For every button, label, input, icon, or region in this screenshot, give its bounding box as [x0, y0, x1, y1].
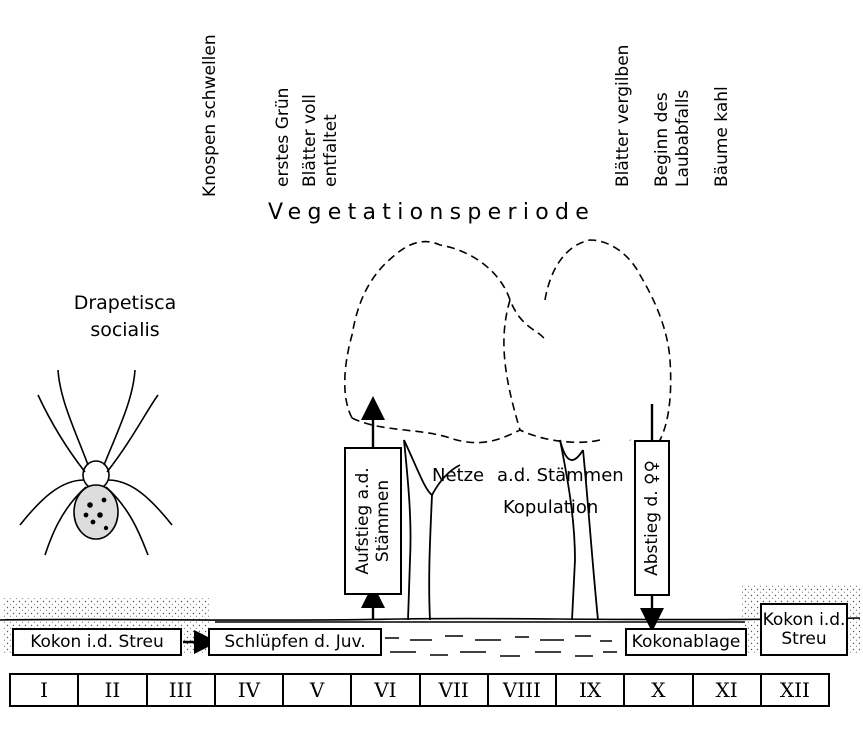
month-cell: VI [352, 675, 420, 705]
text-netze: Netze [432, 465, 484, 486]
month-cell: I [11, 675, 79, 705]
label-beginn-des-laubabfalls: Beginn des Laubabfalls [652, 90, 694, 187]
month-bar: I II III IV V VI VII VIII IX X XI XII [9, 673, 830, 707]
month-cell: VIII [489, 675, 557, 705]
month-cell: V [284, 675, 352, 705]
month-cell: X [625, 675, 693, 705]
box-kokonablage: Kokonablage [625, 628, 747, 656]
box-abstieg-text: Abstieg d. ♀♀ [642, 460, 662, 576]
label-erstes-gruen: erstes Grün [273, 88, 294, 187]
label-baeume-kahl: Bäume kahl [712, 86, 733, 187]
species-genus: Drapetisca [50, 290, 200, 317]
spider-illustration [20, 370, 172, 555]
species-epithet: socialis [50, 317, 200, 344]
tree-crowns [345, 240, 671, 448]
title-vegetationsperiode: Vegetationsperiode [268, 200, 595, 225]
text-a-d-staemmen: a.d. Stämmen [497, 465, 624, 486]
box-aufstieg-text: Aufstieg a.d. Stämmen [353, 467, 393, 574]
month-cell: XI [694, 675, 762, 705]
box-kokon-streu-right: Kokon i.d. Streu [760, 603, 848, 656]
month-cell: VII [421, 675, 489, 705]
month-cell: IV [216, 675, 284, 705]
box-kokon-streu-left: Kokon i.d. Streu [12, 628, 182, 656]
species-label: Drapetisca socialis [50, 290, 200, 344]
label-blaetter-voll-entfaltet: Blätter voll entfaltet [300, 94, 342, 187]
box-abstieg: Abstieg d. ♀♀ [634, 440, 670, 596]
month-cell: XII [762, 675, 828, 705]
month-cell: II [79, 675, 147, 705]
month-cell: IX [557, 675, 625, 705]
label-knospen-schwellen: Knospen schwellen [200, 34, 221, 197]
box-aufstieg: Aufstieg a.d. Stämmen [344, 447, 402, 595]
text-kopulation: Kopulation [503, 497, 598, 518]
box-schluepfen: Schlüpfen d. Juv. [208, 628, 382, 656]
label-blaetter-vergilben: Blätter vergilben [613, 45, 634, 187]
month-cell: III [148, 675, 216, 705]
arrows [183, 404, 652, 642]
